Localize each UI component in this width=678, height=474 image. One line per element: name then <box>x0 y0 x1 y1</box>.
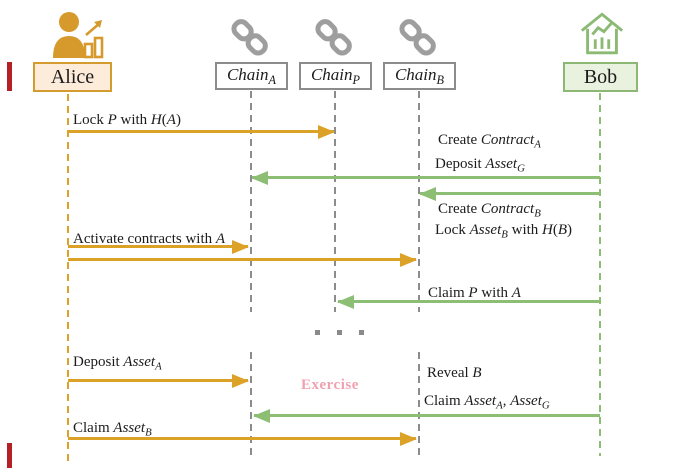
arrowhead-right <box>232 373 249 388</box>
exercise-phase-label: Exercise <box>301 377 359 393</box>
message-label-lock-p: Lock P with H(A) <box>73 112 181 128</box>
lifeline-chain-a-lower <box>250 352 252 455</box>
actor-label-bob: Bob <box>583 65 618 88</box>
red-mark-bottom-left <box>7 443 12 468</box>
alice-person-chart-icon <box>50 11 108 64</box>
chain-a-link-icon <box>227 16 273 63</box>
arrowhead-left <box>337 294 354 309</box>
actor-box-bob: Bob <box>563 62 638 92</box>
arrowhead-right <box>232 239 249 254</box>
lifeline-chain-p <box>334 91 336 312</box>
message-label-create-contract-a: Create ContractA <box>438 132 541 151</box>
actor-label-chain-p: ChainP <box>310 64 361 87</box>
red-mark-top-left <box>7 62 12 91</box>
actor-label-alice: Alice <box>50 65 95 88</box>
bob-bank-chart-icon <box>577 10 627 64</box>
message-label-deposit-asset-a: Deposit AssetA <box>73 354 162 373</box>
arrow-create-contract-a <box>251 170 600 185</box>
arrow-activate-chain-a <box>68 239 249 254</box>
lifeline-chain-a-upper <box>250 91 252 312</box>
arrowhead-right <box>400 431 417 446</box>
arrow-claim-asset-b <box>68 431 417 446</box>
actor-box-chain-b: ChainB <box>383 62 456 90</box>
message-label-activate-contracts: Activate contracts with A <box>73 231 226 247</box>
actor-box-chain-p: ChainP <box>299 62 372 90</box>
ellipsis-dot <box>337 330 342 335</box>
arrow-deposit-asset-a <box>68 373 249 388</box>
lifeline-chain-b-lower <box>418 352 420 455</box>
lifeline-chain-b-upper <box>418 91 420 312</box>
arrowhead-right <box>318 124 335 139</box>
arrow-claim-assets-ag <box>253 408 600 423</box>
message-label-create-contract-b: Create ContractB <box>438 201 541 220</box>
ellipsis-dot <box>315 330 320 335</box>
arrow-claim-p <box>337 294 600 309</box>
actor-label-chain-b: ChainB <box>394 64 445 87</box>
arrowhead-left <box>251 170 268 185</box>
message-label-claim-asset-b: Claim AssetB <box>73 420 152 439</box>
message-label-reveal-b: Reveal B <box>427 365 482 381</box>
message-label-claim-assets-ag: Claim AssetA, AssetG <box>424 393 550 412</box>
message-label-claim-p: Claim P with A <box>428 285 521 301</box>
actor-box-chain-a: ChainA <box>215 62 288 90</box>
arrowhead-left <box>253 408 270 423</box>
chain-b-link-icon <box>395 16 441 63</box>
arrowhead-left <box>419 186 436 201</box>
message-label-deposit-asset-g: Deposit AssetG <box>435 156 525 175</box>
lifeline-bob <box>599 93 601 456</box>
message-label-lock-asset-b: Lock AssetB with H(B) <box>435 222 573 241</box>
actor-box-alice: Alice <box>33 62 112 92</box>
arrow-activate-chain-b <box>68 252 417 267</box>
lifeline-alice <box>67 94 69 462</box>
arrow-create-contract-b <box>419 186 600 201</box>
chain-p-link-icon <box>311 16 357 63</box>
arrowhead-right <box>400 252 417 267</box>
ellipsis-dot <box>359 330 364 335</box>
actor-label-chain-a: ChainA <box>226 64 277 87</box>
arrow-lock-p <box>68 124 335 139</box>
